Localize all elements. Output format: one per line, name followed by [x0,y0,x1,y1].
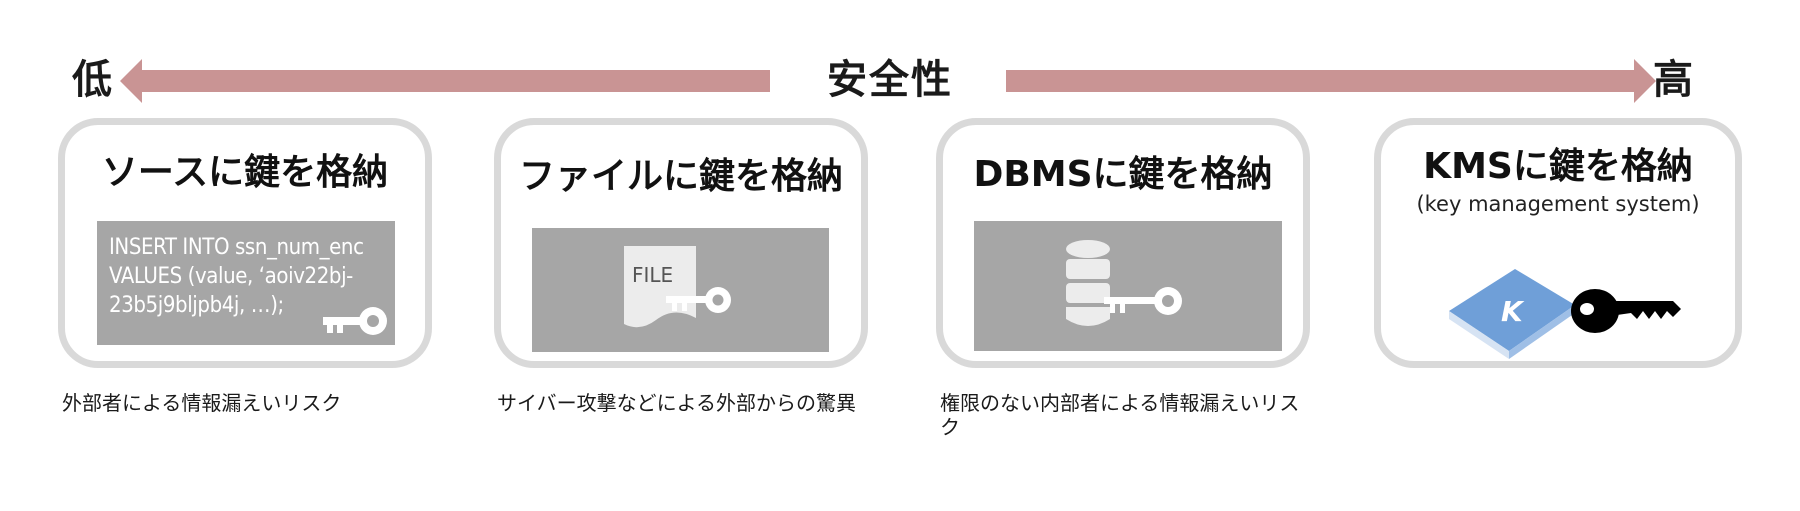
source-code-panel: INSERT INTO ssn_num_enc VALUES (value, ‘… [97,221,395,345]
card-kms-title: KMSに鍵を格納 [1423,146,1693,187]
file-panel: FILE [532,228,829,352]
file-key-icon: FILE [624,246,731,328]
low-label: 低 [72,57,112,103]
risk-dbms: 権限のない内部者による情報漏えいリスク [940,391,1300,439]
card-file: ファイルに鍵を格納 FILE [494,118,868,368]
card-kms: KMSに鍵を格納 (key management system) K [1374,118,1742,368]
left-arrow [120,59,770,103]
database-key-icon [1066,240,1182,326]
risk-file: サイバー攻撃などによる外部からの驚異 [497,391,856,415]
card-file-title: ファイルに鍵を格納 [518,156,843,197]
left-arrow-shape [120,59,770,103]
right-arrow [1006,59,1656,103]
code-line: 23b5j9bljpb4j, …); [109,293,284,318]
kms-logo-letter: K [1501,295,1525,328]
card-kms-subtitle: (key management system) [1416,192,1700,216]
code-line: INSERT INTO ssn_num_enc [109,235,364,260]
card-source-title: ソースに鍵を格納 [101,152,389,193]
dbms-panel [974,221,1282,351]
kms-key-icon: K [1449,269,1681,359]
card-source: ソースに鍵を格納 INSERT INTO ssn_num_enc VALUES … [58,118,432,368]
key-icon [323,307,387,335]
high-label: 高 [1653,57,1693,103]
card-dbms-title: DBMSに鍵を格納 [973,154,1273,195]
file-label: FILE [632,263,673,287]
card-dbms: DBMSに鍵を格納 [936,118,1310,368]
risk-source: 外部者による情報漏えいリスク [62,391,342,415]
safety-label: 安全性 [827,57,953,103]
right-arrow-shape [1006,59,1656,103]
code-line: VALUES (value, ‘aoiv22bj- [109,264,353,289]
